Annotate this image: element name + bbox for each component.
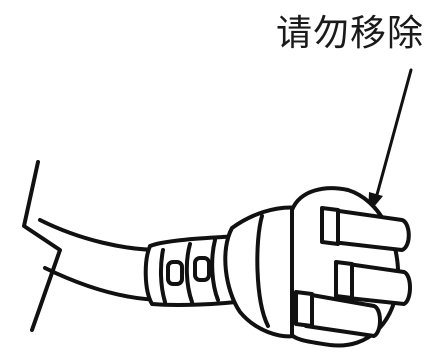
neutral-pin [294,290,382,338]
ground-pin [320,206,411,252]
cable-break-mark [22,160,62,332]
leader-arrow [368,68,413,214]
annotation-label: 请勿移除 [276,13,425,54]
live-pin [334,260,412,306]
